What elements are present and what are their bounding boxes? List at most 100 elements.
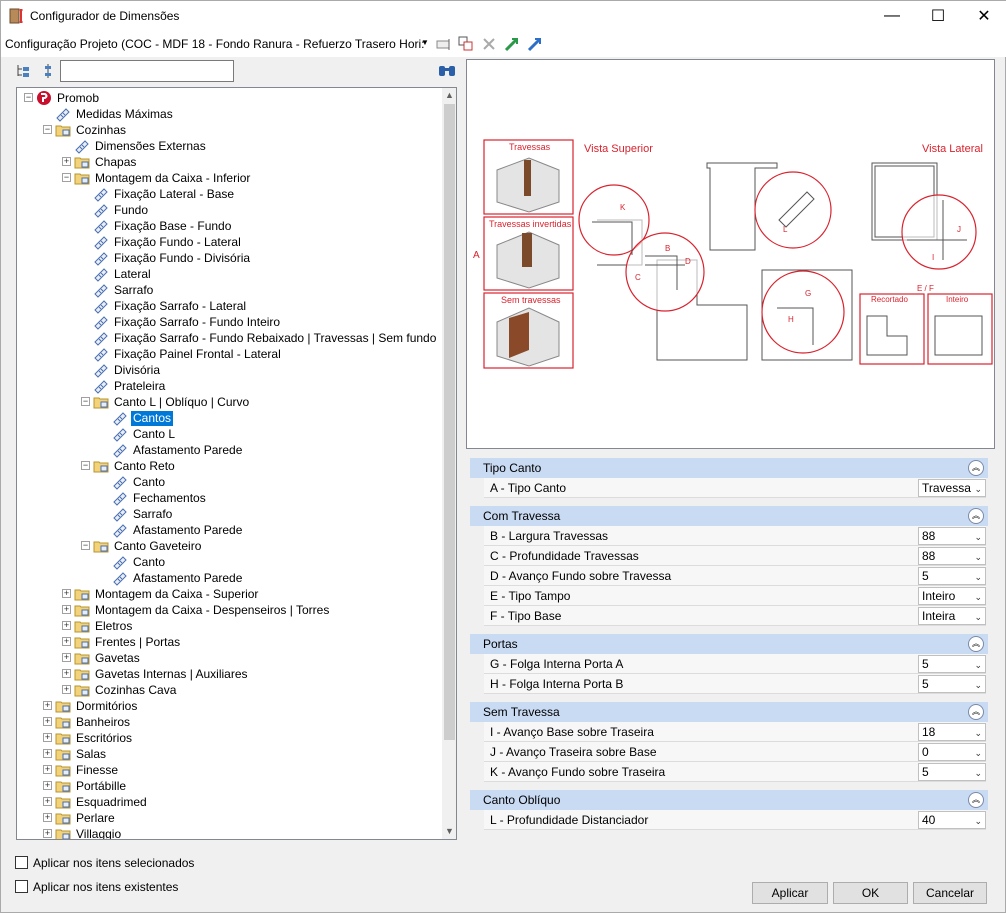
tree-node[interactable]: Lateral [93,266,153,282]
collapse-tree-icon[interactable] [40,63,56,79]
expander-icon[interactable]: + [43,796,52,806]
tree-node[interactable]: Esquadrimed [55,794,149,810]
tree-node[interactable]: Fixação Fundo - Divisória [93,250,252,266]
property-value-dropdown[interactable]: Inteiro⌄ [918,587,986,605]
tree-node[interactable]: Cantos [112,410,174,426]
configuration-dropdown[interactable]: Configuração Projeto (COC - MDF 18 - Fon… [5,37,429,53]
expander-icon[interactable]: + [62,604,71,614]
property-value-dropdown[interactable]: 88⌄ [918,547,986,565]
dropdown-arrow-icon[interactable]: ▼ [421,38,429,47]
expander-icon[interactable]: + [43,780,52,790]
cancel-button[interactable]: Cancelar [913,882,987,904]
tree-node[interactable]: Perlare [55,810,117,826]
expander-icon[interactable]: + [43,716,52,726]
property-value-dropdown[interactable]: 88⌄ [918,527,986,545]
tree-node[interactable]: Chapas [74,154,138,170]
apply-selected-checkbox[interactable] [15,856,28,869]
expander-icon[interactable]: − [43,124,52,134]
tree-node[interactable]: Cozinhas [55,122,128,138]
collapse-icon[interactable]: ︽ [968,704,984,720]
expander-icon[interactable]: − [81,460,90,470]
tree-node[interactable]: Finesse [55,762,120,778]
property-value-dropdown[interactable]: 0⌄ [918,743,986,761]
scroll-down-icon[interactable]: ▼ [445,826,454,836]
tree-node[interactable]: Canto Reto [93,458,177,474]
scroll-up-icon[interactable]: ▲ [445,90,454,100]
collapse-icon[interactable]: ︽ [968,460,984,476]
delete-icon[interactable] [480,35,498,53]
collapse-icon[interactable]: ︽ [968,636,984,652]
tree-node[interactable]: Gavetas Internas | Auxiliares [74,666,250,682]
expander-icon[interactable]: + [62,636,71,646]
tree-node[interactable]: Afastamento Parede [112,522,244,538]
tree-node[interactable]: Afastamento Parede [112,442,244,458]
tree-node[interactable]: Eletros [74,618,134,634]
section-header[interactable]: Com Travessa︽ [470,506,988,526]
tree-node[interactable]: Canto [112,554,167,570]
tree-node[interactable]: Afastamento Parede [112,570,244,586]
section-header[interactable]: Tipo Canto︽ [470,458,988,478]
tree-node[interactable]: Fixação Fundo - Lateral [93,234,243,250]
property-value-dropdown[interactable]: 5⌄ [918,675,986,693]
binoculars-icon[interactable] [438,63,456,77]
maximize-button[interactable]: ☐ [915,1,961,31]
expand-tree-icon[interactable] [15,63,31,79]
tree-node[interactable]: Medidas Máximas [55,106,175,122]
expander-icon[interactable]: + [62,156,71,166]
property-value-dropdown[interactable]: 18⌄ [918,723,986,741]
tree-node[interactable]: Canto Gaveteiro [93,538,203,554]
property-value-dropdown[interactable]: Travessa⌄ [918,479,986,497]
tree-node[interactable]: Fixação Painel Frontal - Lateral [93,346,283,362]
tree-node[interactable]: Escritórios [55,730,134,746]
copy-icon[interactable] [457,35,475,53]
import-icon[interactable] [503,35,521,53]
tree-node[interactable]: Fixação Lateral - Base [93,186,236,202]
tree-node[interactable]: Dimensões Externas [74,138,208,154]
tree-node[interactable]: Sarrafo [93,282,155,298]
section-header[interactable]: Canto Oblíquo︽ [470,790,988,810]
tree-node[interactable]: Fundo [93,202,150,218]
expander-icon[interactable]: − [81,396,90,406]
tree-node[interactable]: Divisória [93,362,162,378]
tree-node[interactable]: Salas [55,746,108,762]
tree-node[interactable]: Cozinhas Cava [74,682,178,698]
expander-icon[interactable]: + [43,828,52,838]
tree-node[interactable]: Dormitórios [55,698,139,714]
tree-node[interactable]: Frentes | Portas [74,634,182,650]
expander-icon[interactable]: + [43,812,52,822]
tree-node[interactable]: Canto [112,474,167,490]
tree-node[interactable]: Fixação Sarrafo - Lateral [93,298,248,314]
expander-icon[interactable]: + [62,588,71,598]
tree-node[interactable]: Prateleira [93,378,167,394]
rename-icon[interactable] [435,35,453,53]
ok-button[interactable]: OK [833,882,908,904]
tree-node[interactable]: Montagem da Caixa - Superior [74,586,260,602]
tree-node[interactable]: Portábille [55,778,128,794]
search-input[interactable] [60,60,234,82]
close-button[interactable]: ✕ [961,1,1006,31]
section-header[interactable]: Portas︽ [470,634,988,654]
property-value-dropdown[interactable]: 5⌄ [918,567,986,585]
tree-node[interactable]: Banheiros [55,714,132,730]
scroll-thumb[interactable] [444,104,455,740]
minimize-button[interactable]: — [869,1,915,31]
property-value-dropdown[interactable]: 5⌄ [918,763,986,781]
expander-icon[interactable]: + [62,652,71,662]
section-header[interactable]: Sem Travessa︽ [470,702,988,722]
export-icon[interactable] [526,35,544,53]
tree-node[interactable]: Fixação Base - Fundo [93,218,233,234]
expander-icon[interactable]: − [24,92,33,102]
tree-node[interactable]: Fixação Sarrafo - Fundo Rebaixado | Trav… [93,330,438,346]
expander-icon[interactable]: + [43,732,52,742]
collapse-icon[interactable]: ︽ [968,508,984,524]
tree-node[interactable]: Fechamentos [112,490,208,506]
tree-node[interactable]: Gavetas [74,650,142,666]
expander-icon[interactable]: + [62,684,71,694]
expander-icon[interactable]: + [62,620,71,630]
expander-icon[interactable]: − [62,172,71,182]
tree-node[interactable]: Montagem da Caixa - Despenseiros | Torre… [74,602,331,618]
apply-button[interactable]: Aplicar [752,882,828,904]
tree-node[interactable]: Canto L | Oblíquo | Curvo [93,394,251,410]
property-value-dropdown[interactable]: 40⌄ [918,811,986,829]
